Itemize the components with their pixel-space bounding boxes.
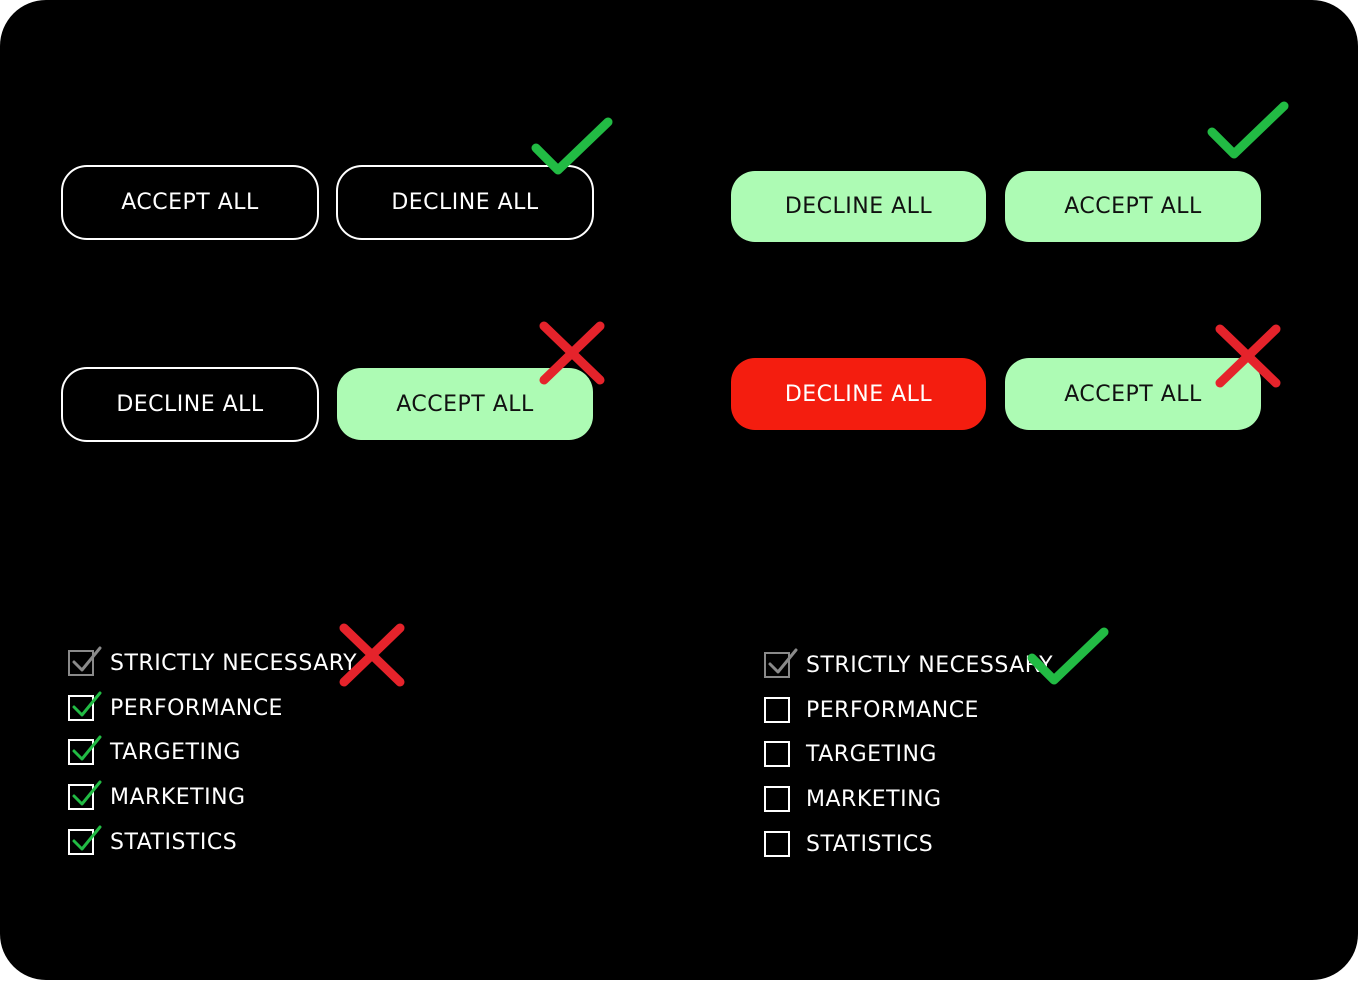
checkbox-label: STATISTICS	[110, 829, 238, 855]
check-icon	[531, 117, 613, 175]
checkbox[interactable]	[68, 735, 102, 765]
checkbox-label: STRICTLY NECESSARY	[806, 652, 1054, 678]
accept-all-button[interactable]: ACCEPT ALL	[1005, 358, 1261, 430]
checkbox-label: STATISTICS	[806, 831, 934, 857]
checkbox[interactable]	[764, 741, 790, 767]
accept-all-button[interactable]: ACCEPT ALL	[337, 368, 593, 440]
checkbox-label: PERFORMANCE	[110, 695, 283, 721]
checkbox-label: MARKETING	[806, 786, 942, 812]
checkbox-label: TARGETING	[110, 739, 241, 765]
checkbox[interactable]	[68, 825, 102, 855]
checkbox[interactable]	[68, 691, 102, 721]
list-item[interactable]: PERFORMANCE	[764, 695, 979, 725]
accept-all-button[interactable]: ACCEPT ALL	[61, 165, 319, 240]
list-item[interactable]: MARKETING	[764, 784, 942, 814]
checkbox[interactable]	[764, 697, 790, 723]
cross-icon	[339, 623, 405, 687]
checkbox[interactable]	[764, 786, 790, 812]
list-item[interactable]: STATISTICS	[764, 829, 933, 859]
checkbox-check-icon	[72, 825, 102, 851]
checkbox-label: STRICTLY NECESSARY	[110, 650, 358, 676]
decline-all-button[interactable]: DECLINE ALL	[336, 165, 594, 240]
checkbox-check-icon	[72, 691, 102, 717]
checkbox[interactable]	[68, 646, 102, 676]
cross-icon	[539, 321, 605, 385]
checkbox[interactable]	[68, 780, 102, 810]
decline-all-button[interactable]: DECLINE ALL	[731, 358, 986, 430]
checkbox-label: TARGETING	[806, 741, 937, 767]
list-item[interactable]: STRICTLY NECESSARY	[68, 646, 358, 678]
list-item[interactable]: STATISTICS	[68, 825, 238, 857]
checkbox-check-icon	[768, 648, 798, 674]
decline-all-button[interactable]: DECLINE ALL	[61, 367, 319, 442]
checkbox-check-icon	[72, 780, 102, 806]
checkbox-check-icon	[72, 646, 102, 672]
list-item[interactable]: TARGETING	[68, 735, 241, 767]
accept-all-button[interactable]: ACCEPT ALL	[1005, 171, 1261, 242]
checkbox-check-icon	[72, 735, 102, 761]
cross-icon	[1215, 324, 1281, 388]
checkbox[interactable]	[764, 648, 798, 678]
list-item[interactable]: TARGETING	[764, 739, 937, 769]
checkbox-label: PERFORMANCE	[806, 697, 979, 723]
checkbox-label: MARKETING	[110, 784, 246, 810]
checkbox[interactable]	[764, 831, 790, 857]
list-item[interactable]: PERFORMANCE	[68, 691, 283, 723]
decline-all-button[interactable]: DECLINE ALL	[731, 171, 986, 242]
check-icon	[1027, 627, 1109, 685]
list-item[interactable]: MARKETING	[68, 780, 246, 812]
list-item[interactable]: STRICTLY NECESSARY	[764, 648, 1054, 680]
check-icon	[1207, 101, 1289, 159]
